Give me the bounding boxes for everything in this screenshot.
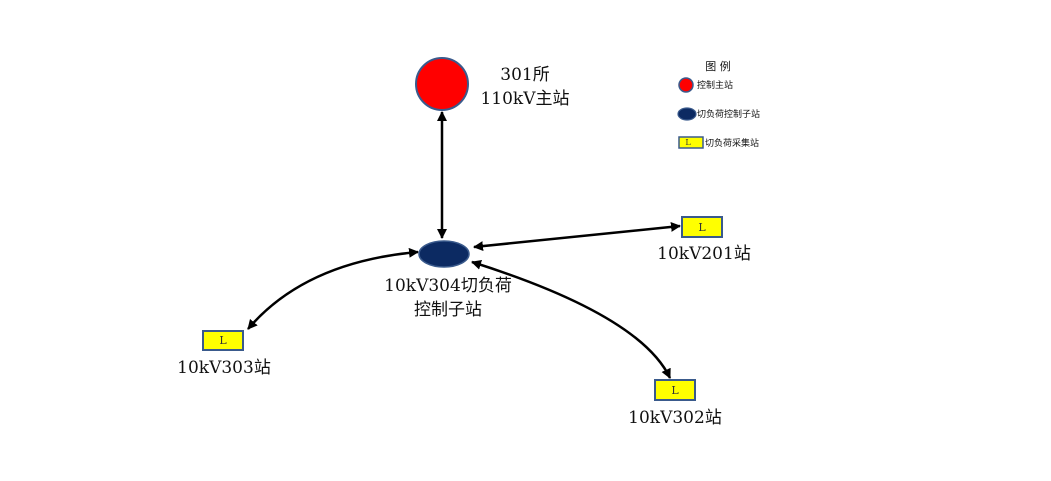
station-303-label: 10kV303站 [177,358,271,378]
station-201-label: 10kV201站 [657,244,751,264]
node-station-303: L 10kV303站 [177,330,271,378]
station-302-label: 10kV302站 [628,408,722,428]
edge-control-to-201 [473,221,681,252]
main-station-label-line2: 110kV主站 [480,89,569,109]
node-station-201: L 10kV201站 [657,216,751,264]
edge-control-to-302 [471,259,672,379]
legend: 图 例 控制主站 切负荷控制子站 L 切负荷采集站 [677,59,760,149]
station-303-box-letter: L [219,334,227,347]
legend-item-collection-station-label: 切负荷采集站 [705,137,759,149]
control-substation-label-line1: 10kV304切负荷 [384,276,512,296]
station-302-box-letter: L [671,384,679,397]
legend-title: 图 例 [705,59,731,73]
station-201-box [681,216,723,238]
control-substation-ellipse [418,240,470,268]
main-station-circle [415,57,469,111]
edges [247,111,681,379]
legend-item-control-substation-label: 切负荷控制子站 [697,108,760,120]
legend-circle-icon [678,77,694,93]
node-control-substation: 10kV304切负荷 控制子站 [384,240,512,320]
station-303-box [202,330,244,351]
legend-rectangle-box-letter: L [685,138,691,147]
node-main-station: 301所 110kV主站 [415,57,570,111]
station-302-box [654,379,696,401]
main-station-label-line1: 301所 [500,65,549,85]
legend-ellipse-icon [677,107,697,121]
node-station-302: L 10kV302站 [628,379,722,428]
edge-control-to-303 [247,247,419,330]
legend-item-main-station-label: 控制主站 [697,79,733,91]
station-201-box-letter: L [698,221,706,234]
legend-rectangle-icon [678,136,704,149]
control-substation-label-line2: 控制子站 [414,300,482,320]
